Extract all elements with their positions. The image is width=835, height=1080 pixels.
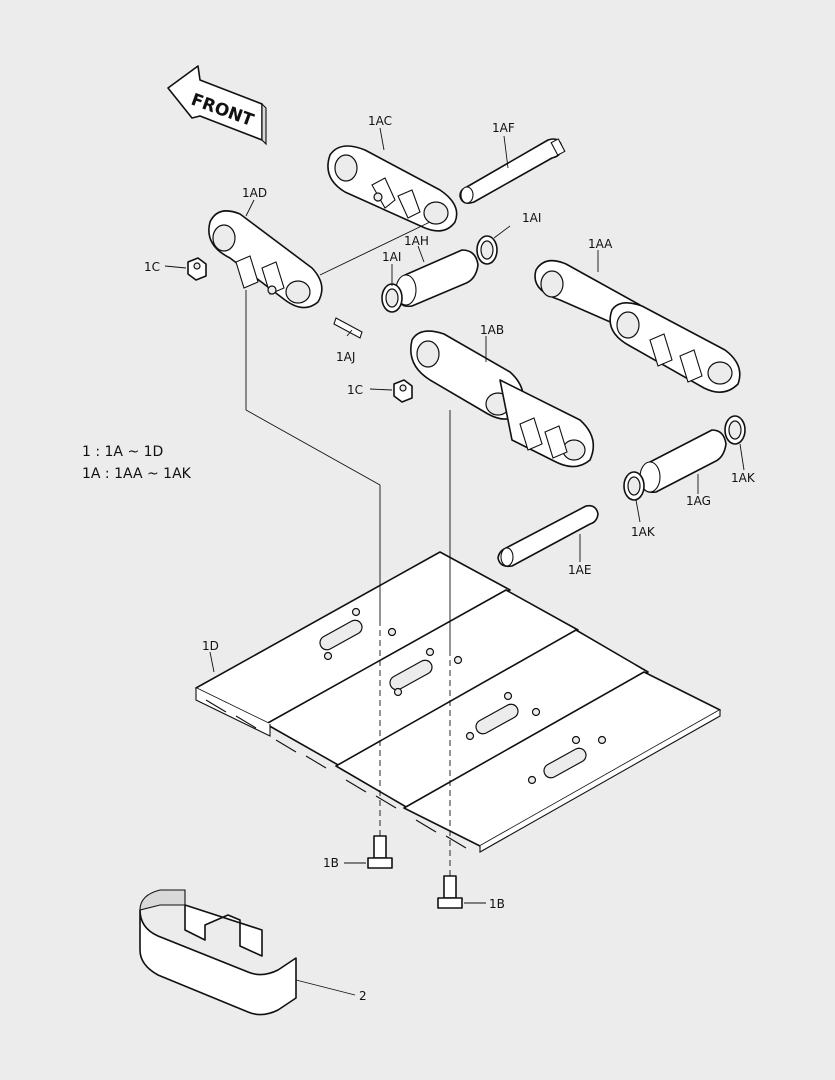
link-1aa [534, 259, 741, 393]
legend-line-2: 1A : 1AA ~ 1AK [82, 466, 192, 482]
label-1ab: 1AB [480, 323, 504, 337]
nut-1c-mid [393, 379, 413, 403]
label-1c-mid: 1C [347, 383, 363, 397]
label-1ad: 1AD [242, 186, 267, 200]
label-1ag: 1AG [686, 494, 711, 508]
label-1ah: 1AH [404, 234, 429, 248]
bushing-1ag [639, 429, 727, 494]
bushing-1ah [395, 249, 479, 308]
label-1d: 1D [202, 639, 219, 653]
dashed-lines [379, 620, 451, 876]
track-shoe-assembly-1d [195, 551, 721, 853]
seal-1ai-left [381, 283, 403, 313]
label-1c-top: 1C [144, 260, 160, 274]
label-1ai-left: 1AI [382, 250, 401, 264]
clip-1aj [333, 317, 363, 339]
label-1ak-left: 1AK [631, 525, 656, 539]
nut-1c-top [187, 257, 207, 281]
label-1aj: 1AJ [336, 350, 355, 364]
label-1af: 1AF [492, 121, 515, 135]
label-2: 2 [359, 989, 367, 1003]
pin-1af [459, 138, 566, 204]
label-1ae: 1AE [568, 563, 591, 577]
front-arrow: FRONT [167, 65, 267, 146]
legend-line-1: 1 : 1A ~ 1D [82, 444, 163, 460]
seal-1ai-right [476, 235, 498, 265]
pin-1ae [497, 504, 599, 568]
cover-part-2 [139, 889, 297, 1016]
label-1b-left: 1B [323, 856, 339, 870]
label-1ai-right: 1AI [522, 211, 541, 225]
seal-1ak-left [623, 471, 645, 501]
leader-lines [164, 127, 745, 996]
label-1aa: 1AA [588, 237, 613, 251]
bolt-1b-right [437, 875, 463, 909]
bolt-1b-left [367, 835, 393, 869]
label-1ak-right: 1AK [731, 471, 756, 485]
link-1ad [208, 210, 323, 309]
label-1ac: 1AC [368, 114, 392, 128]
label-1b-right: 1B [489, 897, 505, 911]
seal-1ak-right [724, 415, 746, 445]
link-1ac [327, 145, 458, 232]
link-1ab [410, 330, 595, 468]
